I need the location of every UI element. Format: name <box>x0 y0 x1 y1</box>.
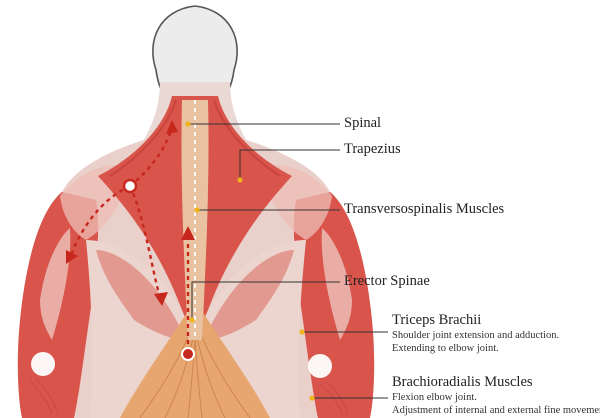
label-triceps-desc-2: Extending to elbow joint. <box>392 342 499 355</box>
arrow-origin-lower <box>182 348 194 360</box>
label-erector-spinae: Erector Spinae <box>344 273 430 290</box>
spinal-marker <box>185 121 190 126</box>
label-brachioradialis-title: Brachioradialis Muscles <box>392 374 533 391</box>
label-brachioradialis-desc-2: Adjustment of internal and external fine… <box>392 404 600 417</box>
label-transversospinalis: Transversospinalis Muscles <box>344 201 504 218</box>
label-triceps-title: Triceps Brachii <box>392 312 481 329</box>
label-triceps-desc-1: Shoulder joint extension and adduction. <box>392 329 559 342</box>
triceps-marker <box>299 329 304 334</box>
right-elbow-marker <box>308 354 332 378</box>
brachioradialis-marker <box>309 395 314 400</box>
trapezius-marker <box>237 177 242 182</box>
label-trapezius: Trapezius <box>344 141 401 158</box>
transversospinalis-marker <box>194 207 199 212</box>
left-elbow-marker <box>31 352 55 376</box>
erector-marker <box>189 317 194 322</box>
label-brachioradialis-desc-1: Flexion elbow joint. <box>392 391 477 404</box>
label-spinal: Spinal <box>344 115 381 132</box>
arrow-origin-upper <box>124 180 136 192</box>
